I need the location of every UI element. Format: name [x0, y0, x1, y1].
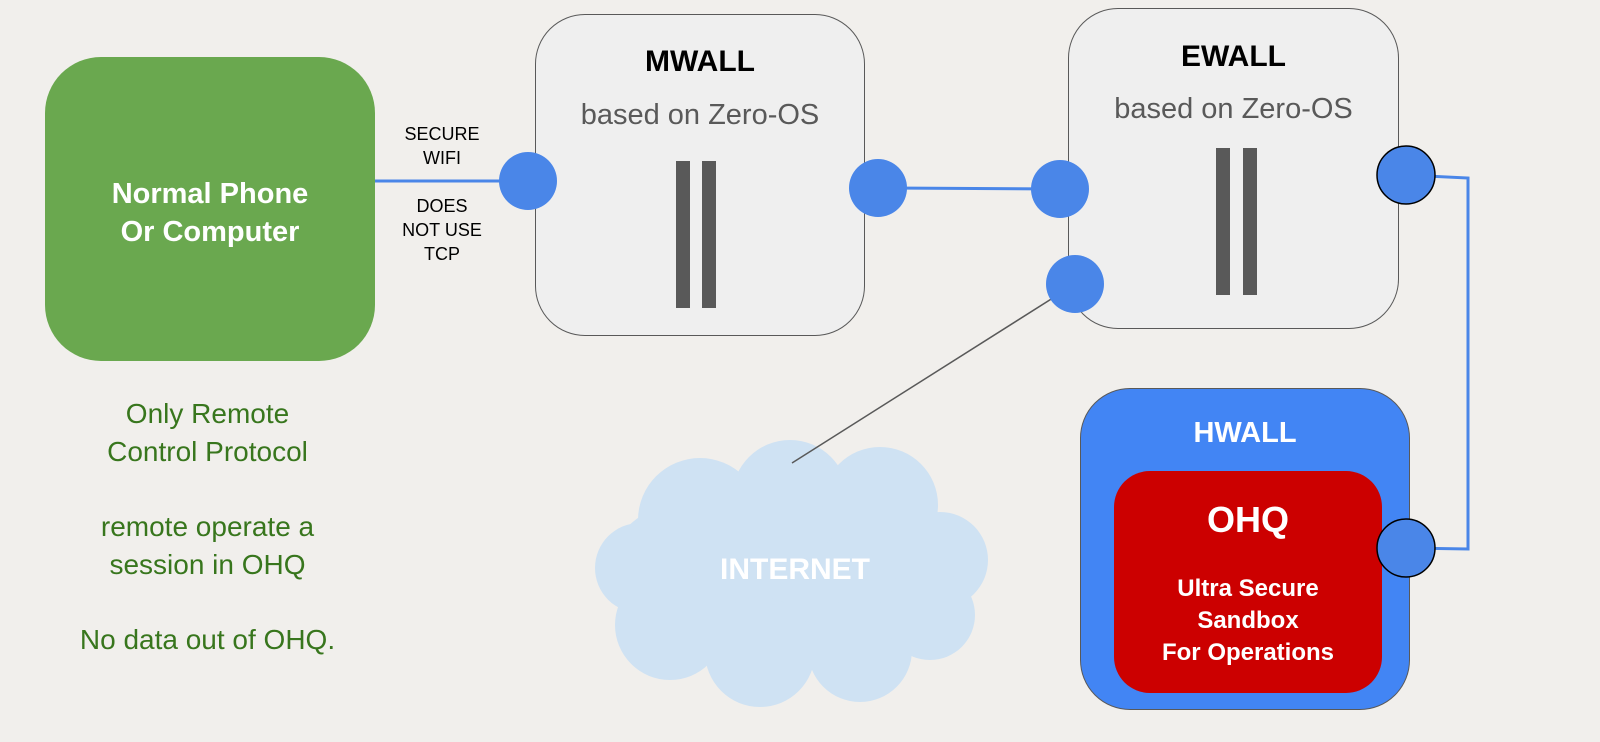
- note-remote-session: remote operate a session in OHQ: [100, 511, 315, 580]
- ewall-box: EWALL based on Zero-OS: [1068, 8, 1399, 329]
- internet-label: INTERNET: [720, 553, 870, 586]
- client-device-box: Normal Phone Or Computer: [45, 57, 375, 361]
- mwall-ewall-link-line: [877, 186, 1061, 191]
- ewall-ohq-link-line: [1405, 173, 1470, 551]
- ohq-title: OHQ: [1206, 499, 1289, 540]
- client-device-label: Normal Phone Or Computer: [111, 178, 309, 248]
- ohq-sandbox-box: OHQ Ultra Secure Sandbox For Operations: [1114, 471, 1382, 693]
- mwall-box: MWALL based on Zero-OS: [535, 14, 865, 336]
- ewall-title: EWALL: [1181, 40, 1286, 73]
- note-protocol: Only Remote Control Protocol: [107, 398, 308, 467]
- secure-wifi-label: SECURE WIFI: [404, 124, 480, 168]
- hwall-title: HWALL: [1193, 417, 1297, 449]
- hwall-box: HWALL OHQ Ultra Secure Sandbox For Opera…: [1080, 388, 1410, 710]
- internet-cloud: [595, 440, 988, 707]
- ewall-subtitle: based on Zero-OS: [1114, 93, 1353, 125]
- mwall-subtitle: based on Zero-OS: [580, 99, 820, 131]
- internet-link-line: [791, 283, 1076, 464]
- ohq-description: Ultra Secure Sandbox For Operations: [1161, 575, 1335, 666]
- no-tcp-label: DOES NOT USE TCP: [402, 196, 482, 264]
- notes-block: Only Remote Control Protocol remote oper…: [40, 395, 375, 696]
- note-no-data-out: No data out of OHQ.: [79, 624, 336, 655]
- mwall-title: MWALL: [645, 45, 755, 78]
